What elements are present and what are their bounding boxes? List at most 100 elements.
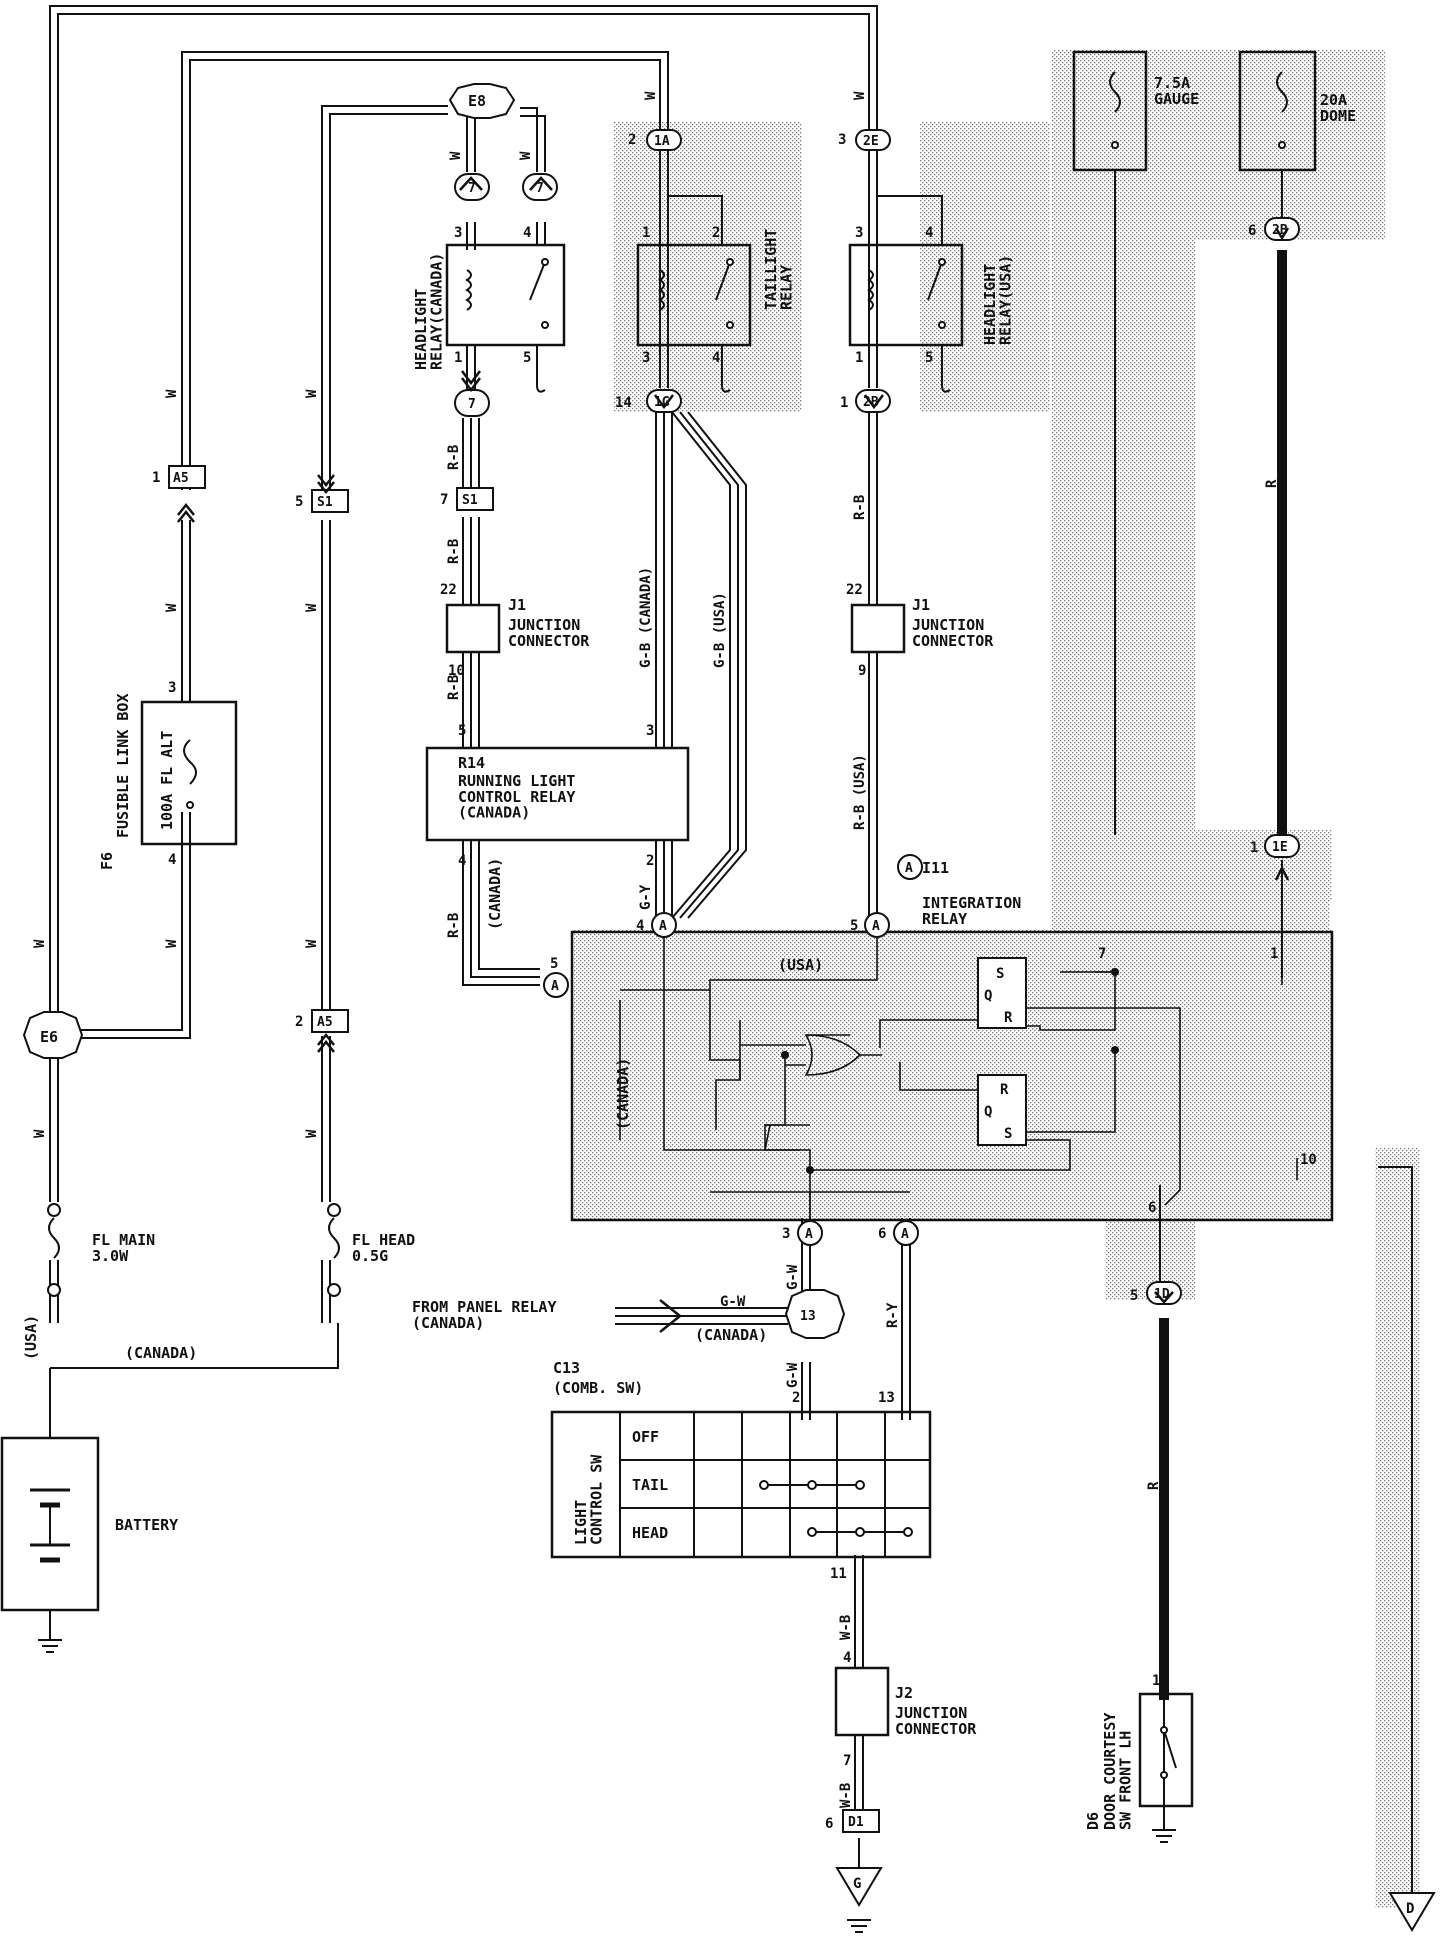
- f6-label: F6: [98, 852, 116, 870]
- svg-text:R-B: R-B: [446, 913, 462, 938]
- svg-text:4: 4: [843, 1650, 851, 1666]
- svg-text:14: 14: [615, 395, 632, 411]
- svg-text:1: 1: [152, 470, 160, 486]
- svg-text:3: 3: [838, 132, 846, 148]
- canada-label-panel: (CANADA): [695, 1326, 767, 1344]
- svg-text:7: 7: [536, 181, 544, 196]
- i11-label: I11: [922, 859, 949, 877]
- svg-text:A: A: [805, 1227, 813, 1242]
- j1-right-box: [850, 603, 906, 654]
- svg-text:5: 5: [458, 723, 466, 739]
- integration-relay-box: [570, 930, 1334, 1222]
- svg-text:Q: Q: [984, 1104, 992, 1120]
- canada-label-rb: (CANADA): [486, 858, 504, 930]
- svg-text:W: W: [304, 939, 320, 948]
- e8-octagon: [448, 83, 516, 119]
- svg-text:A: A: [659, 919, 667, 934]
- svg-text:5: 5: [295, 494, 303, 510]
- svg-text:6: 6: [878, 1226, 886, 1242]
- wire-w-outer-inner: [57, 13, 870, 1030]
- svg-text:S1: S1: [462, 493, 478, 508]
- headlight-relay-canada-label: HEADLIGHTRELAY(CANADA): [412, 253, 446, 370]
- svg-text:R-B (USA): R-B (USA): [852, 754, 868, 830]
- svg-text:S: S: [996, 966, 1004, 982]
- d6-label: D6: [1084, 1812, 1102, 1830]
- svg-text:7: 7: [1098, 946, 1106, 962]
- svg-text:A: A: [872, 919, 880, 934]
- headlight-relay-usa-box: [848, 243, 964, 347]
- battery-label: BATTERY: [115, 1516, 178, 1534]
- svg-text:W: W: [448, 151, 464, 160]
- svg-text:R-Y: R-Y: [885, 1302, 901, 1328]
- svg-text:W: W: [164, 939, 180, 948]
- svg-text:11: 11: [830, 1566, 847, 1582]
- svg-text:W: W: [304, 1129, 320, 1138]
- svg-text:A: A: [901, 1227, 909, 1242]
- svg-text:1D: 1D: [1154, 1287, 1170, 1302]
- svg-text:G-Y: G-Y: [638, 884, 654, 910]
- svg-text:4: 4: [712, 350, 720, 366]
- c13-octagon: [784, 1289, 846, 1339]
- arrows: [177, 176, 1290, 1333]
- svg-text:7: 7: [440, 492, 448, 508]
- svg-text:4: 4: [636, 918, 644, 934]
- wire-w-outer: [49, 5, 878, 1030]
- svg-text:4: 4: [523, 225, 531, 241]
- svg-text:2: 2: [712, 225, 720, 241]
- door-courtesy-box: [1138, 1692, 1194, 1808]
- svg-text:R-B: R-B: [852, 495, 868, 520]
- connector-symbols: [22, 83, 1436, 1932]
- svg-text:3: 3: [782, 1226, 790, 1242]
- relay-internals: [30, 71, 1288, 1933]
- svg-text:G-B (USA): G-B (USA): [712, 592, 728, 668]
- headlight-relay-usa-label: HEADLIGHTRELAY(USA): [981, 255, 1015, 345]
- svg-text:W: W: [32, 939, 48, 948]
- svg-text:R-B: R-B: [446, 675, 462, 700]
- svg-text:Q: Q: [984, 988, 992, 1004]
- svg-text:3: 3: [646, 723, 654, 739]
- e6-label: E6: [40, 1028, 58, 1046]
- svg-text:4: 4: [458, 853, 466, 869]
- svg-text:R-B: R-B: [446, 445, 462, 470]
- svg-text:R-B: R-B: [446, 539, 462, 564]
- wire-w-s1: [321, 105, 448, 490]
- svg-text:W: W: [164, 603, 180, 612]
- svg-text:2B: 2B: [1272, 223, 1288, 238]
- svg-text:2: 2: [646, 853, 654, 869]
- wire-w-a5-inner: [189, 59, 661, 490]
- svg-text:2: 2: [628, 132, 636, 148]
- j1-left-box: [445, 603, 501, 654]
- svg-text:G-W: G-W: [785, 1362, 801, 1388]
- ground-d-triangle: [1388, 1892, 1436, 1932]
- svg-text:W-B: W-B: [838, 1615, 854, 1640]
- from-panel-relay-label: FROM PANEL RELAY(CANADA): [412, 1298, 557, 1332]
- svg-text:W: W: [518, 151, 534, 160]
- e6-octagon: [22, 1011, 84, 1059]
- svg-text:3: 3: [168, 680, 176, 696]
- relay-boxes: [0, 50, 1317, 1808]
- svg-text:22: 22: [846, 582, 863, 598]
- light-control-switch-grid: [550, 1410, 932, 1559]
- svg-text:5: 5: [1130, 1288, 1138, 1304]
- svg-text:2E: 2E: [863, 134, 879, 149]
- svg-text:1: 1: [454, 350, 462, 366]
- j2-label: J2: [895, 1684, 913, 1702]
- svg-text:2: 2: [295, 1014, 303, 1030]
- canada-label-integration: (CANADA): [614, 1058, 632, 1130]
- svg-text:10: 10: [1300, 1152, 1317, 1168]
- svg-text:G-W: G-W: [785, 1264, 801, 1290]
- svg-text:R: R: [1264, 479, 1280, 488]
- usa-label-battery: (USA): [22, 1315, 40, 1360]
- gauge-fuse-box: [1072, 50, 1148, 172]
- svg-text:R: R: [1146, 1481, 1162, 1490]
- svg-text:13: 13: [800, 1309, 816, 1324]
- svg-text:G-B (CANADA): G-B (CANADA): [638, 567, 654, 668]
- wire-w-s1-inner: [329, 113, 448, 490]
- svg-text:2B: 2B: [863, 395, 879, 410]
- svg-text:1G: 1G: [654, 395, 670, 410]
- svg-text:1A: 1A: [654, 134, 670, 149]
